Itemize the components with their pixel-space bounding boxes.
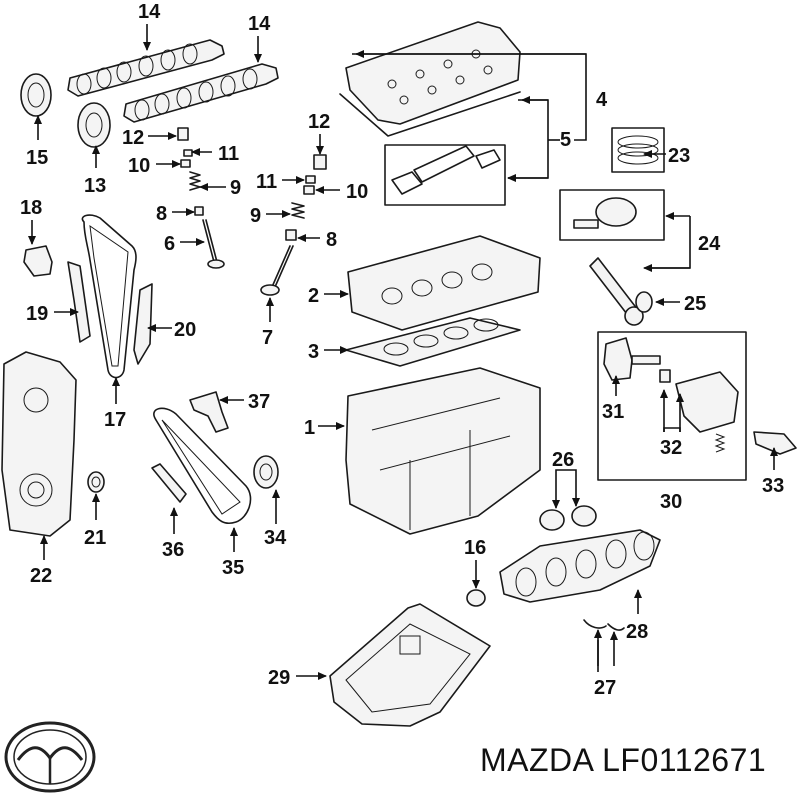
callout-31: 31 [602,401,624,423]
callout-18: 18 [20,197,42,219]
callout-28: 28 [626,621,648,643]
callout-20: 20 [174,319,196,341]
chain-tensioner [23,245,53,277]
oil-pump-chain-guide [151,463,187,503]
callout-34: 34 [264,527,287,549]
valve-cover [339,21,521,137]
callout-21: 21 [84,527,106,549]
callout-30: 30 [660,491,682,513]
camshaft-intake [67,39,225,97]
brand-name: MAZDA [480,742,593,778]
part-number: LF0112671 [602,742,767,778]
connecting-rod [589,257,644,326]
oil-pan [329,603,491,727]
callout-15: 15 [26,147,48,169]
callout-29: 29 [268,667,290,689]
main-bearings [539,505,597,531]
valve-cover-gasket-box [384,144,506,206]
callout-9b: 9 [250,205,261,227]
callout-2: 2 [308,285,319,307]
callout-23: 23 [668,145,690,167]
callout-1: 1 [304,417,315,439]
callout-27: 27 [594,677,616,699]
callout-labels: 14 14 15 13 12 11 10 9 8 6 12 11 10 9 8 … [20,1,784,699]
callout-32: 32 [660,437,682,459]
oil-pump-chain [153,407,252,525]
callout-6: 6 [164,233,175,255]
chain-guide-19 [67,261,91,343]
callout-7: 7 [262,327,273,349]
callout-19: 19 [26,303,48,325]
callout-10a: 10 [128,155,150,177]
crank-bolt [466,589,486,607]
callout-33: 33 [762,475,784,497]
callout-22: 22 [30,565,52,587]
cam-sprocket-13 [77,102,111,148]
callout-8b: 8 [326,229,337,251]
piston-ring-set-box [611,127,665,173]
engine-block [345,367,541,535]
callout-24: 24 [698,233,721,255]
callout-8a: 8 [156,203,167,225]
leader-lines [28,24,778,680]
callout-14b: 14 [248,13,271,35]
oil-pump-box [597,331,747,481]
chain-guide-20 [133,283,153,365]
callout-37: 37 [248,391,270,413]
callout-12b: 12 [308,111,330,133]
crankshaft [499,529,661,603]
rod-bearing [635,291,653,313]
callout-10b: 10 [346,181,368,203]
callout-9a: 9 [230,177,241,199]
crank-seal [87,471,105,493]
oil-pump-chain-tensioner [189,391,229,433]
oil-pump-sprocket [253,455,279,489]
callout-11b: 11 [256,171,277,193]
callout-26: 26 [552,449,574,471]
timing-chain [81,214,137,379]
cylinder-head [347,235,541,331]
callout-36: 36 [162,539,184,561]
callout-16: 16 [464,537,486,559]
valve-train-left [177,127,225,269]
part-caption: MAZDA LF0112671 [480,742,766,779]
thrust-washers [583,619,625,631]
callout-4: 4 [596,89,608,111]
callout-13: 13 [84,175,106,197]
camshaft-exhaust [123,63,279,123]
callout-35: 35 [222,557,244,579]
callout-17: 17 [104,409,126,431]
callout-12a: 12 [122,127,144,149]
callout-14a: 14 [138,1,161,23]
valve-train-right [260,154,327,296]
callout-25: 25 [684,293,706,315]
head-gasket [345,317,521,367]
callout-11a: 11 [218,143,239,165]
oil-pressure-switch [753,431,797,455]
callout-5: 5 [560,129,571,151]
mazda-logo [4,721,96,793]
callout-3: 3 [308,341,319,363]
piston-box [559,189,665,241]
cam-sprocket-15 [20,73,52,117]
timing-cover [1,351,77,537]
